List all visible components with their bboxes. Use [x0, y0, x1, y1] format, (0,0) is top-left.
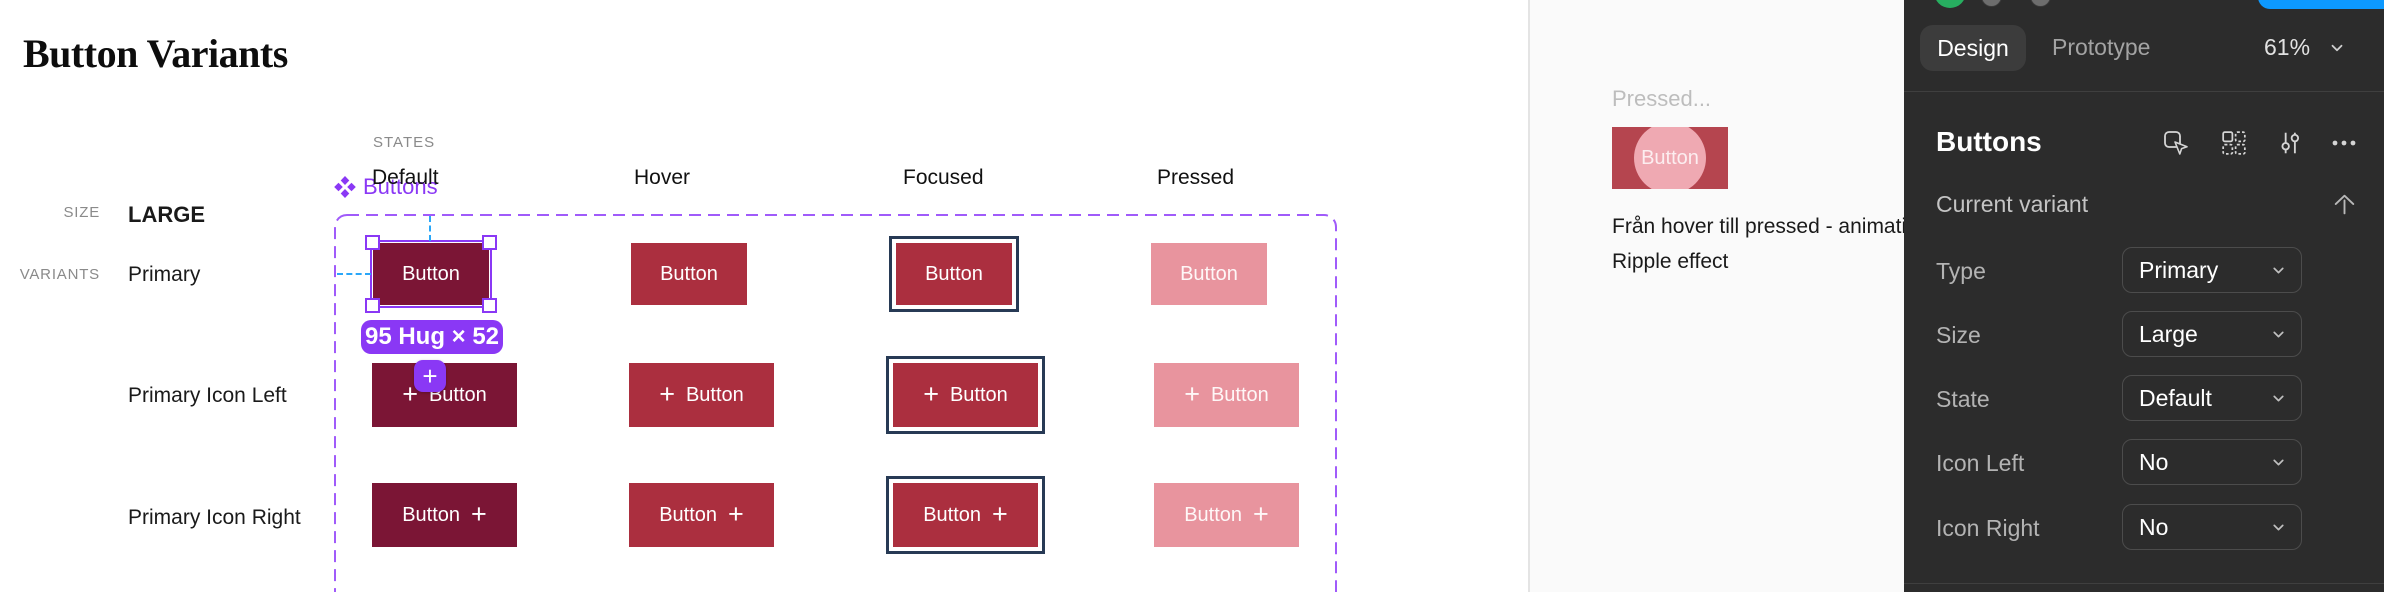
distance-guide-horizontal — [337, 273, 371, 275]
row-label-primary-icon-right[interactable]: Primary Icon Right — [128, 506, 301, 529]
button-text: Button — [659, 503, 718, 526]
chevron-down-icon — [2273, 459, 2284, 465]
button-text: Button — [685, 383, 744, 406]
panel-divider — [1904, 91, 2384, 92]
button-icon-right-focused[interactable]: Button + — [886, 476, 1045, 554]
state-value: Default — [2139, 384, 2212, 411]
tab-prototype[interactable]: Prototype — [2052, 34, 2151, 60]
component-set-tag[interactable]: Buttons — [334, 174, 438, 200]
button-primary-hover[interactable]: Button — [631, 243, 747, 305]
collaborator-avatar[interactable] — [2030, 0, 2051, 7]
canvas-right-frame — [1529, 0, 1904, 592]
column-header-focused[interactable]: Focused — [903, 166, 984, 189]
collaborator-avatar[interactable] — [1981, 0, 2002, 7]
button-icon-right-hover[interactable]: Button + — [629, 483, 774, 547]
button-text: Button — [923, 503, 982, 526]
size-dropdown[interactable]: Large — [2122, 311, 2302, 357]
panel-section-title: Buttons — [1936, 126, 2042, 157]
button-icon-left-pressed[interactable]: + Button — [1154, 363, 1299, 427]
variants-label: VARIANTS — [19, 266, 100, 283]
column-header-default[interactable]: Default — [372, 166, 439, 189]
share-button[interactable] — [2258, 0, 2384, 9]
icon-right-value: No — [2139, 513, 2169, 540]
state-dropdown[interactable]: Default — [2122, 375, 2302, 421]
button-text: Button — [402, 262, 460, 285]
chevron-down-icon — [2273, 395, 2284, 401]
zoom-value: 61% — [2264, 34, 2311, 60]
panel-divider — [1904, 583, 2384, 584]
button-primary-pressed[interactable]: Button — [1151, 243, 1267, 305]
button-text: Button — [1210, 383, 1269, 406]
selection-handle-bottom-right[interactable] — [482, 298, 497, 313]
annotation-frame-title[interactable]: Pressed... — [1612, 86, 1712, 111]
button-icon-left-hover[interactable]: + Button — [629, 363, 774, 427]
states-label: STATES — [373, 134, 436, 151]
button-icon-right-pressed[interactable]: Button + — [1154, 483, 1299, 547]
type-dropdown[interactable]: Primary — [2122, 247, 2302, 293]
selection-handle-bottom-left[interactable] — [365, 298, 380, 313]
icon-left-value: No — [2139, 448, 2169, 475]
button-text: Button — [925, 262, 983, 285]
button-icon-left-focused[interactable]: + Button — [886, 356, 1045, 434]
chevron-down-icon — [2331, 44, 2343, 51]
component-set-name: Buttons — [363, 174, 438, 199]
right-panel: Design Prototype 61% Buttons — [1904, 0, 2384, 592]
type-value: Primary — [2139, 256, 2219, 283]
distance-guide-vertical — [429, 216, 431, 241]
size-label: SIZE — [63, 204, 100, 221]
column-header-hover[interactable]: Hover — [634, 166, 691, 189]
collaborator-avatar-green[interactable] — [1934, 0, 1966, 8]
button-text: Button — [1180, 262, 1238, 285]
current-variant-label: Current variant — [1936, 191, 2089, 217]
button-text: Button — [660, 262, 718, 285]
button-text: Button — [949, 383, 1008, 406]
select-instances-icon[interactable] — [2162, 129, 2190, 157]
selection-size-badge: 95 Hug × 52 — [361, 320, 503, 354]
ripple-circle — [1634, 127, 1706, 189]
ripple-preview-button[interactable]: Button — [1612, 127, 1728, 189]
prop-label-type: Type — [1936, 258, 1986, 284]
tune-icon[interactable] — [2276, 129, 2304, 157]
tab-design[interactable]: Design — [1920, 25, 2026, 71]
chevron-down-icon — [2273, 267, 2284, 273]
tab-design-label: Design — [1937, 34, 2009, 61]
column-header-pressed[interactable]: Pressed — [1157, 166, 1235, 189]
prop-label-icon-left: Icon Left — [1936, 450, 2025, 476]
push-changes-icon[interactable] — [2331, 190, 2358, 222]
icon-left-dropdown[interactable]: No — [2122, 439, 2302, 485]
size-value[interactable]: LARGE — [128, 202, 205, 227]
button-primary-focused[interactable]: Button — [889, 236, 1019, 312]
prop-label-icon-right: Icon Right — [1936, 515, 2040, 541]
selection-outline — [370, 240, 492, 308]
chevron-down-icon — [2273, 331, 2284, 337]
page-title[interactable]: Button Variants — [23, 31, 288, 76]
add-variant-button[interactable]: + — [414, 360, 446, 392]
canvas[interactable]: Button Variants SIZE LARGE VARIANTS Prim… — [0, 0, 1904, 592]
button-text: Button — [1184, 503, 1243, 526]
icon-right-dropdown[interactable]: No — [2122, 504, 2302, 550]
more-icon[interactable] — [2330, 129, 2358, 157]
row-label-primary-icon-left[interactable]: Primary Icon Left — [128, 384, 287, 407]
row-label-primary[interactable]: Primary — [128, 263, 201, 286]
button-text: Button — [402, 503, 461, 526]
frame-divider — [1528, 0, 1530, 592]
prop-label-state: State — [1936, 386, 1990, 412]
size-value: Large — [2139, 320, 2198, 347]
component-set-icon — [334, 176, 356, 198]
button-icon-right-default[interactable]: Button + — [372, 483, 517, 547]
zoom-control[interactable]: 61% — [2264, 34, 2346, 61]
variants-grid-icon[interactable] — [2220, 129, 2248, 157]
selection-handle-top-right[interactable] — [482, 235, 497, 250]
chevron-down-icon — [2273, 524, 2284, 530]
component-set-boundary — [334, 214, 1337, 592]
button-text: Button — [1641, 146, 1699, 169]
selection-handle-top-left[interactable] — [365, 235, 380, 250]
annotation-line-2[interactable]: Ripple effect — [1612, 250, 1729, 273]
prop-label-size: Size — [1936, 322, 1981, 348]
button-primary-default[interactable]: Button — [373, 243, 489, 305]
annotation-line-1[interactable]: Från hover till pressed - animation — [1612, 215, 1904, 238]
